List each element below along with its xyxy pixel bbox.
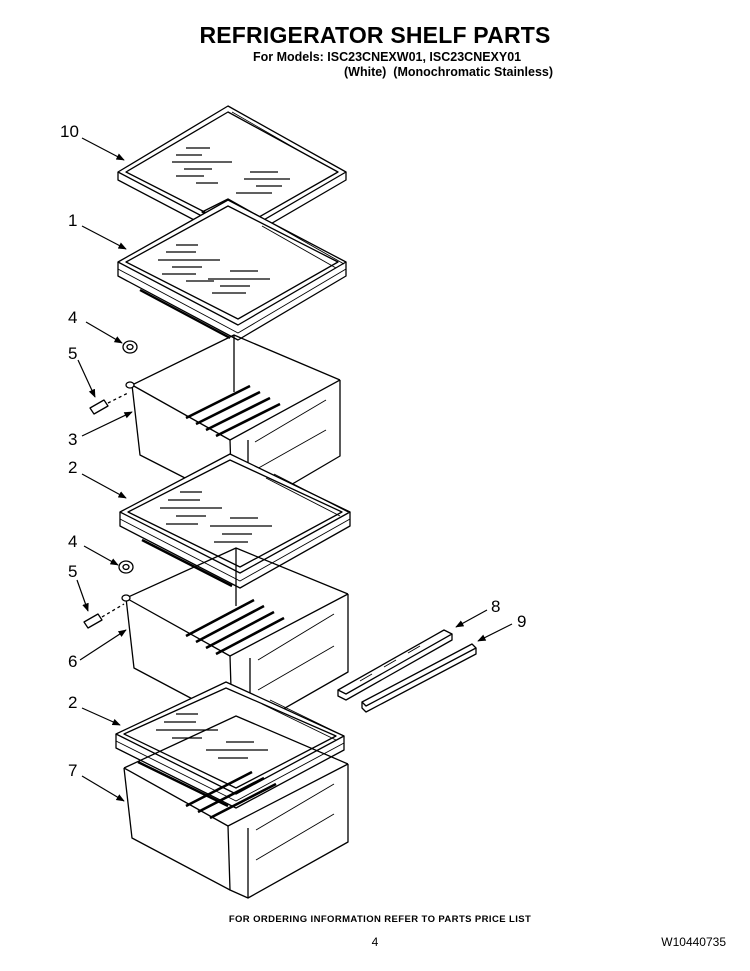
model-variants: (White) (Monochromatic Stainless) bbox=[344, 65, 554, 79]
model-numbers: For Models: ISC23CNEXW01, ISC23CNEXY01 bbox=[253, 50, 522, 64]
callout-4-lower: 4 bbox=[68, 532, 77, 551]
drawer-part-7 bbox=[123, 715, 349, 899]
slide-rail-part-8 bbox=[337, 629, 453, 701]
roller-part-4-lower bbox=[118, 560, 134, 574]
callout-7: 7 bbox=[68, 761, 77, 780]
shelf-part-2-lower bbox=[115, 681, 345, 809]
callout-1: 1 bbox=[68, 211, 77, 230]
callout-10: 10 bbox=[60, 122, 79, 141]
callout-5-upper: 5 bbox=[68, 344, 77, 363]
document-number: W10440735 bbox=[661, 935, 726, 949]
callout-3: 3 bbox=[68, 430, 77, 449]
roller-part-4-upper bbox=[122, 340, 138, 354]
shelf-part-10 bbox=[117, 105, 347, 244]
ordering-note: FOR ORDERING INFORMATION REFER TO PARTS … bbox=[228, 914, 532, 925]
callout-5-lower: 5 bbox=[68, 562, 77, 581]
callout-2-upper: 2 bbox=[68, 458, 77, 477]
callout-6: 6 bbox=[68, 652, 77, 671]
callout-8: 8 bbox=[491, 597, 500, 616]
callout-2-lower: 2 bbox=[68, 693, 77, 712]
page-title: REFRIGERATOR SHELF PARTS bbox=[199, 22, 551, 48]
callout-4-upper: 4 bbox=[68, 308, 77, 327]
callout-9: 9 bbox=[517, 612, 526, 631]
slide-rail-part-9 bbox=[361, 643, 477, 713]
pin-part-5-upper bbox=[89, 392, 129, 415]
leader-lines bbox=[76, 137, 513, 802]
shelf-part-2-upper bbox=[119, 453, 351, 589]
pin-part-5-lower bbox=[83, 603, 125, 629]
shelf-part-1 bbox=[117, 199, 347, 341]
page-number: 4 bbox=[371, 935, 379, 949]
drawer-part-6 bbox=[121, 547, 349, 729]
